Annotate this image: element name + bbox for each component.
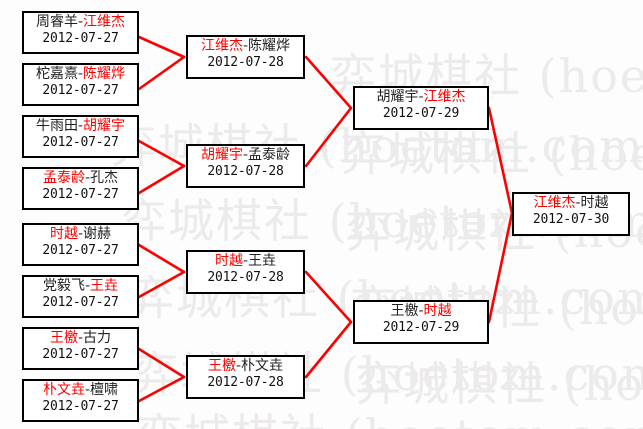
separator: -	[77, 14, 84, 30]
match-players: 江维杰-陈耀烨	[188, 38, 303, 55]
match-box[interactable]: 王檄-朴文垚 2012-07-28	[186, 355, 305, 399]
player-right: 江维杰	[83, 14, 126, 30]
match-players: 党毅飞-王垚	[24, 278, 137, 295]
player-left: 江维杰	[200, 38, 243, 54]
match-date: 2012-07-30	[532, 212, 610, 227]
match-players: 孟泰龄-孔杰	[24, 170, 137, 187]
separator: -	[84, 382, 91, 398]
player-right: 古力	[83, 330, 112, 346]
player-left: 柁嘉熹	[35, 66, 78, 82]
player-right: 王垚	[248, 253, 277, 269]
match-box[interactable]: 胡耀宇-江维杰 2012-07-29	[353, 86, 489, 130]
player-right: 孟泰龄	[248, 147, 291, 163]
separator: -	[77, 66, 84, 82]
player-right: 江维杰	[423, 89, 466, 105]
match-date: 2012-07-27	[42, 83, 119, 98]
match-box[interactable]: 柁嘉熹-陈耀烨 2012-07-27	[22, 63, 139, 106]
match-box[interactable]: 江维杰-陈耀烨 2012-07-28	[186, 35, 305, 79]
match-date: 2012-07-28	[207, 270, 284, 285]
match-players: 柁嘉熹-陈耀烨	[24, 66, 137, 83]
player-right: 孔杰	[90, 170, 119, 186]
match-date: 2012-07-27	[42, 295, 119, 310]
match-date: 2012-07-27	[42, 347, 119, 362]
player-left: 时越	[49, 226, 78, 242]
match-box[interactable]: 周睿羊-江维杰 2012-07-27	[22, 11, 139, 54]
match-players: 牛雨田-胡耀宇	[24, 118, 137, 135]
player-left: 王檄	[390, 303, 419, 319]
player-right: 王垚	[90, 278, 119, 294]
match-box[interactable]: 朴文垚-檀啸 2012-07-27	[22, 379, 139, 422]
separator: -	[77, 118, 84, 134]
match-players: 江维杰-时越	[514, 195, 628, 212]
watermark-text: 弈城棋社 (hoetom.com)	[355, 357, 643, 411]
match-date: 2012-07-27	[42, 187, 119, 202]
match-date: 2012-07-28	[207, 164, 284, 179]
player-right: 檀啸	[90, 382, 119, 398]
match-players: 周睿羊-江维杰	[24, 14, 137, 31]
player-right: 陈耀烨	[248, 38, 291, 54]
match-date: 2012-07-28	[207, 375, 284, 390]
match-box[interactable]: 时越-谢赫 2012-07-27	[22, 223, 139, 266]
match-date: 2012-07-27	[42, 31, 119, 46]
match-players: 胡耀宇-孟泰龄	[188, 147, 303, 164]
match-date: 2012-07-28	[207, 55, 284, 70]
watermark-text: 弈城棋社 (hoetom.com)	[136, 400, 643, 429]
player-left: 周睿羊	[35, 14, 78, 30]
match-box[interactable]: 胡耀宇-孟泰龄 2012-07-28	[186, 144, 305, 188]
match-players: 王檄-古力	[24, 330, 137, 347]
separator: -	[242, 253, 249, 269]
player-left: 王檄	[207, 358, 236, 374]
match-players: 胡耀宇-江维杰	[355, 89, 487, 106]
separator: -	[242, 147, 249, 163]
separator: -	[242, 38, 249, 54]
match-date: 2012-07-27	[42, 135, 119, 150]
separator: -	[418, 303, 424, 319]
player-left: 党毅飞	[42, 278, 85, 294]
match-date: 2012-07-29	[382, 106, 460, 121]
separator: -	[77, 226, 84, 242]
match-box[interactable]: 孟泰龄-孔杰 2012-07-27	[22, 167, 139, 210]
player-left: 朴文垚	[42, 382, 85, 398]
player-left: 江维杰	[533, 195, 576, 211]
match-players: 时越-谢赫	[24, 226, 137, 243]
player-right: 朴文垚	[241, 358, 284, 374]
match-box[interactable]: 党毅飞-王垚 2012-07-27	[22, 275, 139, 318]
match-players: 王檄-时越	[355, 303, 487, 320]
separator: -	[77, 330, 84, 346]
separator: -	[84, 278, 91, 294]
player-left: 王檄	[49, 330, 78, 346]
match-players: 朴文垚-檀啸	[24, 382, 137, 399]
player-left: 牛雨田	[35, 118, 78, 134]
player-right: 时越	[580, 195, 609, 211]
player-left: 胡耀宇	[376, 89, 419, 105]
separator: -	[418, 89, 424, 105]
match-players: 王檄-朴文垚	[188, 358, 303, 375]
match-date: 2012-07-27	[42, 243, 119, 258]
player-right: 时越	[423, 303, 452, 319]
match-box[interactable]: 时越-王垚 2012-07-28	[186, 250, 305, 294]
match-box[interactable]: 王檄-时越 2012-07-29	[353, 300, 489, 344]
match-date: 2012-07-29	[382, 320, 460, 335]
player-left: 孟泰龄	[42, 170, 85, 186]
player-right: 陈耀烨	[83, 66, 126, 82]
separator: -	[575, 195, 581, 211]
match-box-final[interactable]: 江维杰-时越 2012-07-30	[512, 192, 630, 236]
match-date: 2012-07-27	[42, 399, 119, 414]
player-left: 胡耀宇	[200, 147, 243, 163]
player-left: 时越	[214, 253, 243, 269]
player-right: 胡耀宇	[83, 118, 126, 134]
separator: -	[84, 170, 91, 186]
match-box[interactable]: 王檄-古力 2012-07-27	[22, 327, 139, 370]
match-box[interactable]: 牛雨田-胡耀宇 2012-07-27	[22, 115, 139, 158]
player-right: 谢赫	[83, 226, 112, 242]
match-players: 时越-王垚	[188, 253, 303, 270]
separator: -	[235, 358, 242, 374]
